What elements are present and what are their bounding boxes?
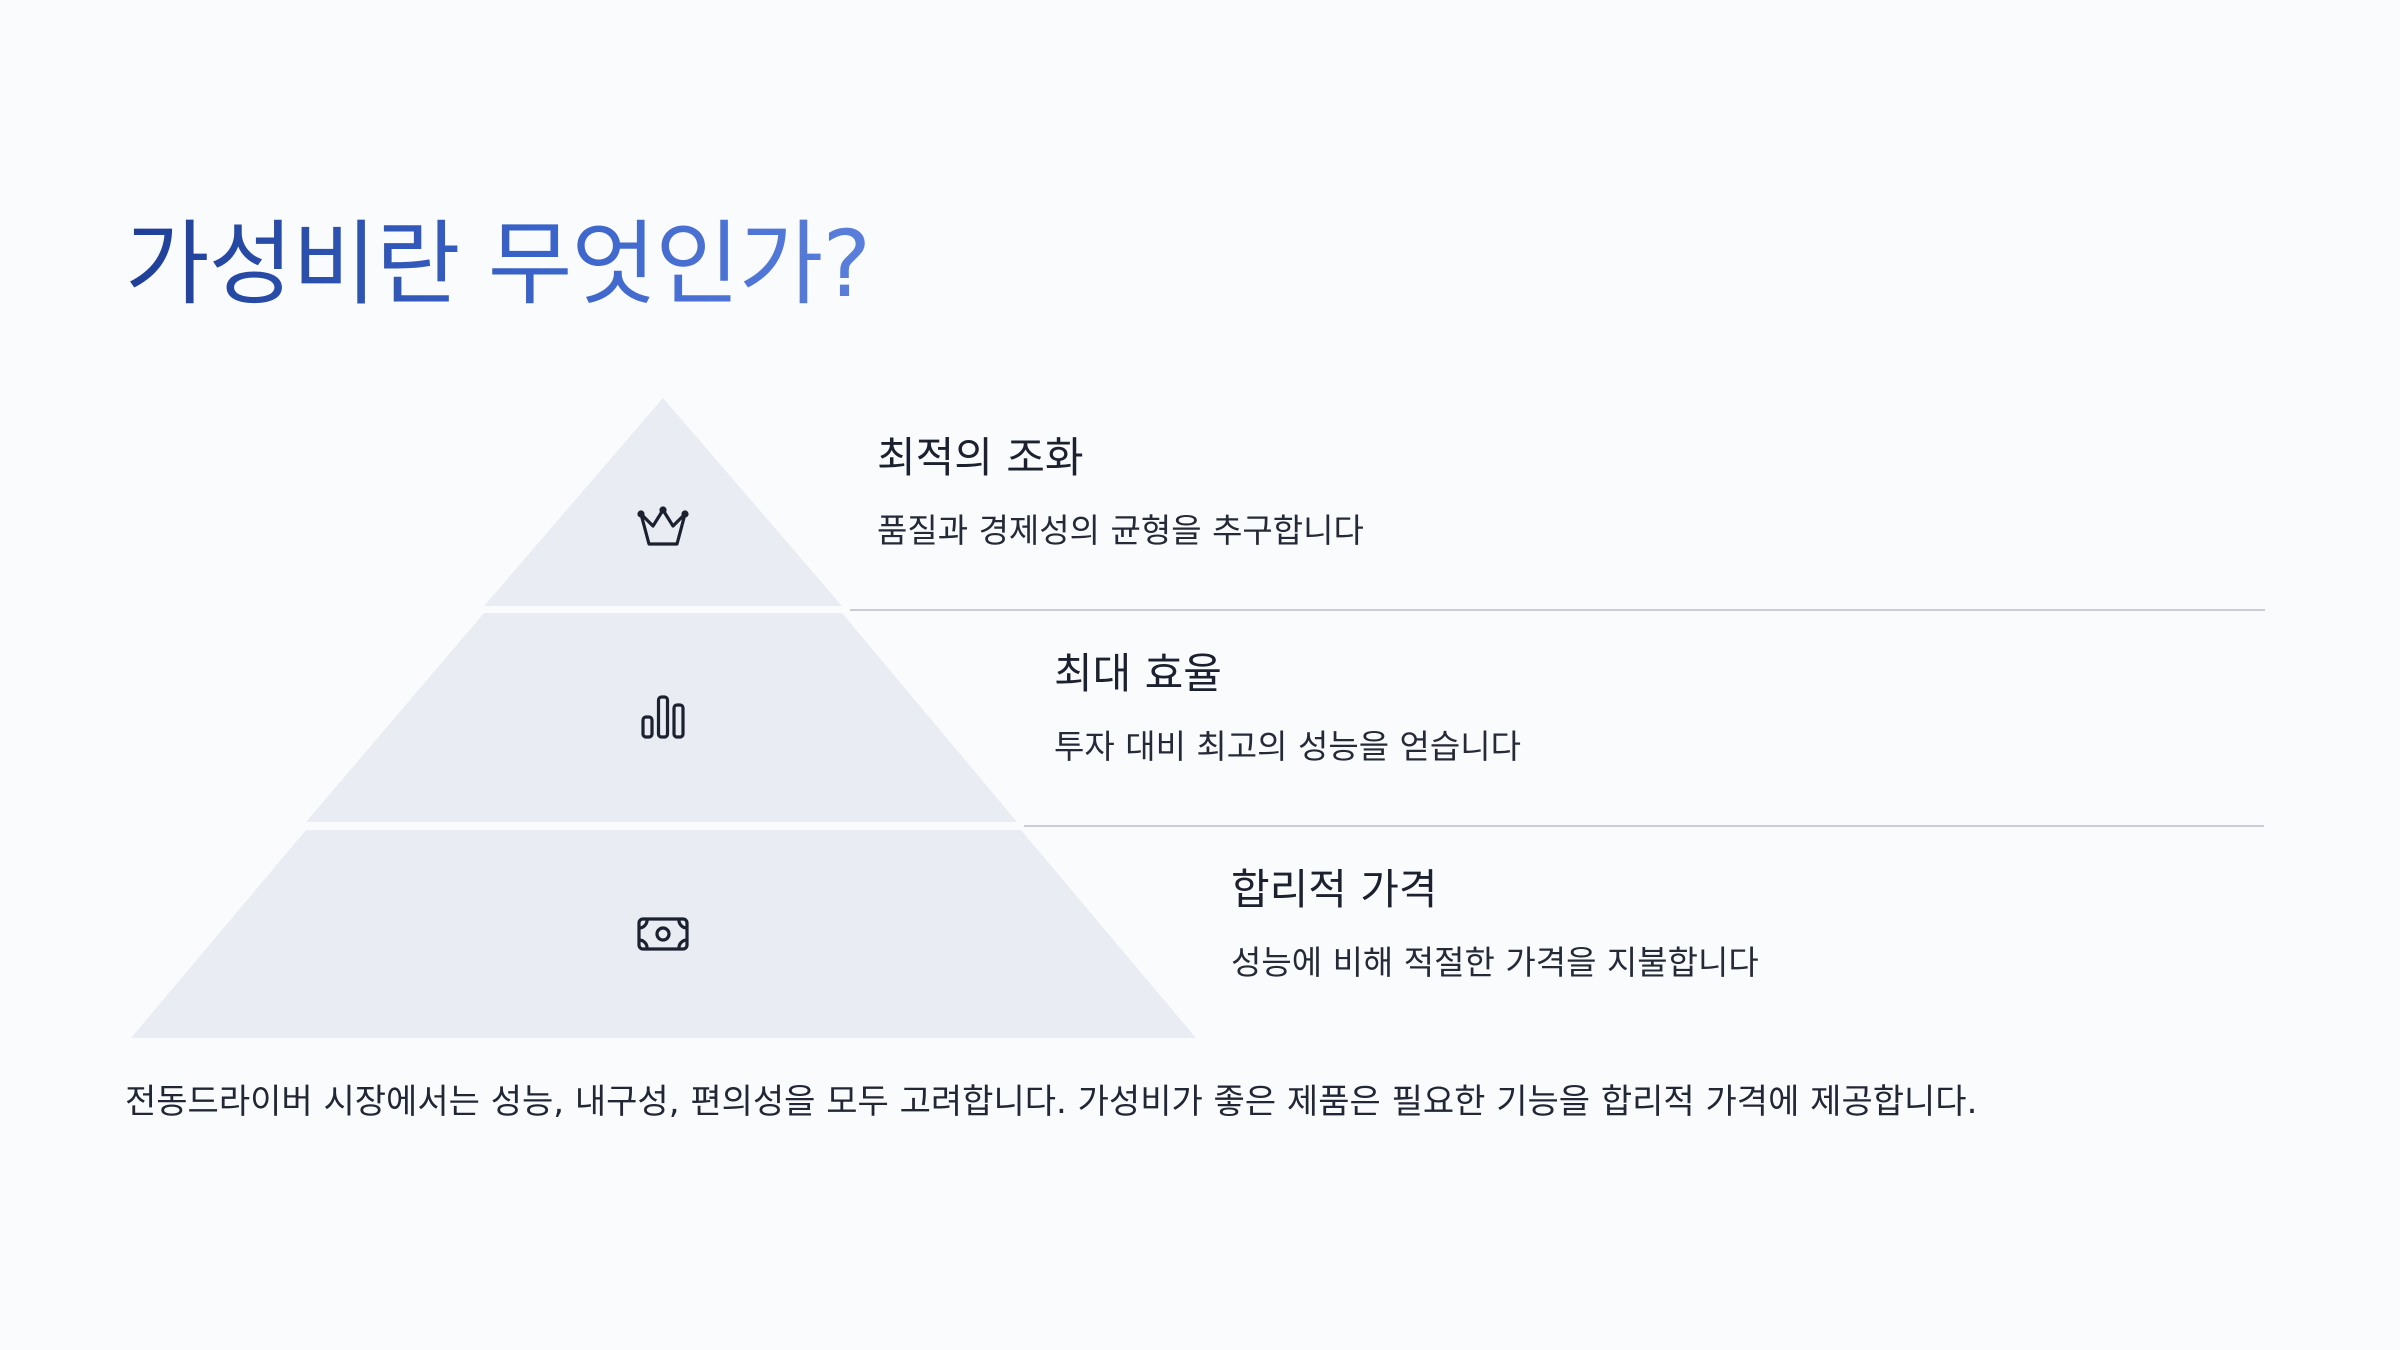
tier-description-reasonable-price: 성능에 비해 적절한 가격을 지불합니다: [1231, 943, 1759, 983]
bar-chart-icon: [641, 695, 685, 739]
tier-heading-max-efficiency: 최대 효율: [1054, 649, 1222, 698]
pyramid-tier-top: [484, 398, 842, 606]
slide-title: 가성비란 무엇인가?: [125, 211, 871, 318]
tier-heading-optimal-harmony: 최적의 조화: [877, 433, 1084, 482]
crown-icon: [637, 506, 689, 546]
tier-middle-text: 최대 효율 투자 대비 최고의 성능을 얻습니다: [1054, 649, 1521, 767]
tier-bottom-text: 합리적 가격 성능에 비해 적절한 가격을 지불합니다: [1231, 865, 1759, 983]
banknote-icon: [637, 917, 689, 951]
pyramid-tier-middle: [306, 613, 1017, 822]
tier-top-text: 최적의 조화 품질과 경제성의 균형을 추구합니다: [877, 433, 1364, 551]
pyramid-tier-bottom: [131, 830, 1196, 1038]
summary-text: 전동드라이버 시장에서는 성능, 내구성, 편의성을 모두 고려합니다. 가성비…: [125, 1082, 1978, 1122]
tier-description-max-efficiency: 투자 대비 최고의 성능을 얻습니다: [1054, 727, 1521, 767]
tier-description-optimal-harmony: 품질과 경제성의 균형을 추구합니다: [877, 511, 1364, 551]
tier-heading-reasonable-price: 합리적 가격: [1231, 865, 1438, 914]
